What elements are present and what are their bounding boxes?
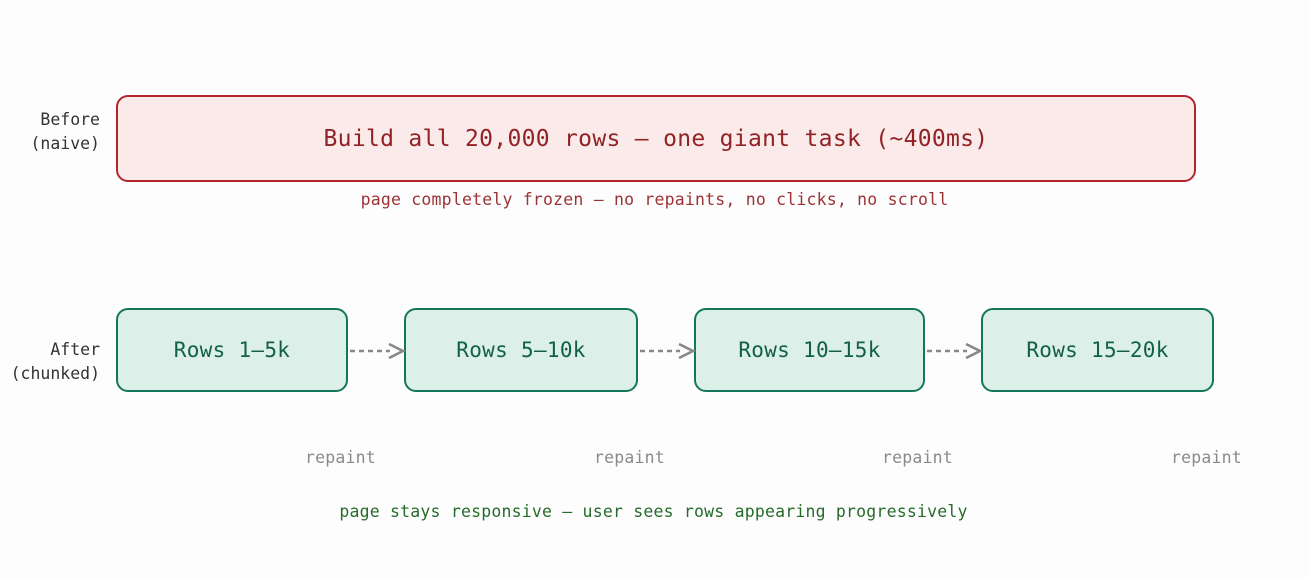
chunk-box-1-label: Rows 1–5k — [173, 338, 291, 362]
before-row-label: Before (naive) — [30, 110, 100, 153]
chunk-box-2: Rows 5–10k — [404, 308, 638, 392]
before-caption: page completely frozen — no repaints, no… — [360, 190, 949, 209]
chunk-box-2-label: Rows 5–10k — [456, 338, 586, 362]
chunk-box-3: Rows 10–15k — [694, 308, 925, 392]
chunk-arrow-1-to-2 — [350, 342, 406, 360]
repaint-label-2: repaint — [594, 448, 665, 467]
repaint-label-4: repaint — [1171, 448, 1242, 467]
before-task-banner: Build all 20,000 rows — one giant task (… — [116, 95, 1196, 182]
chunk-box-4: Rows 15–20k — [981, 308, 1214, 392]
before-task-banner-label: Build all 20,000 rows — one giant task (… — [323, 125, 989, 152]
chunk-box-1: Rows 1–5k — [116, 308, 348, 392]
after-row-label: After (chunked) — [10, 340, 100, 383]
chunk-arrow-3-to-4 — [927, 342, 983, 360]
chunk-box-3-label: Rows 10–15k — [738, 338, 881, 362]
chunk-arrow-2-to-3 — [640, 342, 696, 360]
repaint-label-3: repaint — [882, 448, 953, 467]
after-caption: page stays responsive — user sees rows a… — [339, 502, 968, 521]
repaint-label-1: repaint — [305, 448, 376, 467]
chunk-box-4-label: Rows 15–20k — [1026, 338, 1169, 362]
